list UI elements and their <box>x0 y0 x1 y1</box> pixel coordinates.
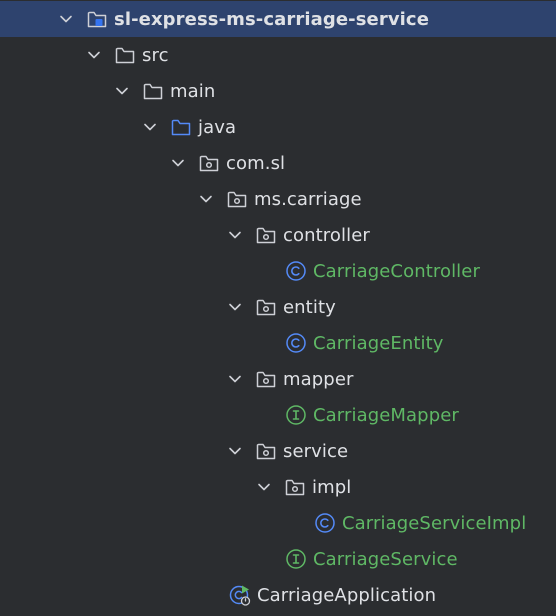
tree-node-entity[interactable]: entity <box>0 289 556 325</box>
class-icon <box>285 260 307 282</box>
chevron-down-icon[interactable] <box>256 479 272 495</box>
tree-node-label: src <box>142 44 169 66</box>
chevron-down-icon[interactable] <box>142 119 158 135</box>
folder-icon <box>114 44 136 66</box>
spring-boot-application-icon <box>229 584 251 606</box>
tree-node-label: CarriageEntity <box>313 332 444 354</box>
tree-node-ms-carriage[interactable]: ms.carriage <box>0 181 556 217</box>
tree-node-module[interactable]: sl-express-ms-carriage-service <box>0 1 556 37</box>
tree-node-label: entity <box>283 296 336 318</box>
chevron-down-icon[interactable] <box>227 299 243 315</box>
tree-node-label: CarriageServiceImpl <box>342 512 527 534</box>
tree-node-service[interactable]: service <box>0 433 556 469</box>
tree-node-label: com.sl <box>226 152 286 174</box>
package-icon <box>255 224 277 246</box>
chevron-down-icon[interactable] <box>198 191 214 207</box>
tree-node-carriage-service[interactable]: CarriageService <box>0 541 556 577</box>
package-icon <box>255 368 277 390</box>
package-icon <box>255 296 277 318</box>
package-icon <box>255 440 277 462</box>
tree-node-label: CarriageMapper <box>313 404 459 426</box>
folder-icon <box>142 80 164 102</box>
tree-node-src[interactable]: src <box>0 37 556 73</box>
tree-node-com-sl[interactable]: com.sl <box>0 145 556 181</box>
chevron-down-icon[interactable] <box>170 155 186 171</box>
tree-node-label: impl <box>312 476 352 498</box>
interface-icon <box>285 548 307 570</box>
package-icon <box>198 152 220 174</box>
chevron-down-icon[interactable] <box>114 83 130 99</box>
tree-node-carriage-controller[interactable]: CarriageController <box>0 253 556 289</box>
tree-node-label: CarriageController <box>313 260 480 282</box>
tree-node-label: java <box>198 116 237 138</box>
package-icon <box>284 476 306 498</box>
tree-node-main[interactable]: main <box>0 73 556 109</box>
tree-node-label: main <box>170 80 216 102</box>
tree-node-label: sl-express-ms-carriage-service <box>114 8 430 30</box>
chevron-down-icon[interactable] <box>227 443 243 459</box>
tree-node-label: service <box>283 440 349 462</box>
chevron-down-icon[interactable] <box>58 11 74 27</box>
tree-node-label: ms.carriage <box>254 188 362 210</box>
chevron-down-icon[interactable] <box>227 227 243 243</box>
tree-node-mapper[interactable]: mapper <box>0 361 556 397</box>
tree-node-label: CarriageApplication <box>257 584 437 606</box>
tree-node-carriage-mapper[interactable]: CarriageMapper <box>0 397 556 433</box>
tree-node-controller[interactable]: controller <box>0 217 556 253</box>
module-folder-icon <box>86 8 108 30</box>
interface-icon <box>285 404 307 426</box>
tree-node-carriage-application[interactable]: CarriageApplication <box>0 577 556 613</box>
chevron-down-icon[interactable] <box>86 47 102 63</box>
tree-node-java[interactable]: java <box>0 109 556 145</box>
class-icon <box>314 512 336 534</box>
tree-node-label: CarriageService <box>313 548 458 570</box>
class-icon <box>285 332 307 354</box>
source-root-folder-icon <box>170 116 192 138</box>
chevron-down-icon[interactable] <box>227 371 243 387</box>
tree-node-impl[interactable]: impl <box>0 469 556 505</box>
tree-node-label: controller <box>283 224 370 246</box>
tree-node-carriage-entity[interactable]: CarriageEntity <box>0 325 556 361</box>
tree-node-carriage-service-impl[interactable]: CarriageServiceImpl <box>0 505 556 541</box>
tree-node-label: mapper <box>283 368 354 390</box>
package-icon <box>226 188 248 210</box>
